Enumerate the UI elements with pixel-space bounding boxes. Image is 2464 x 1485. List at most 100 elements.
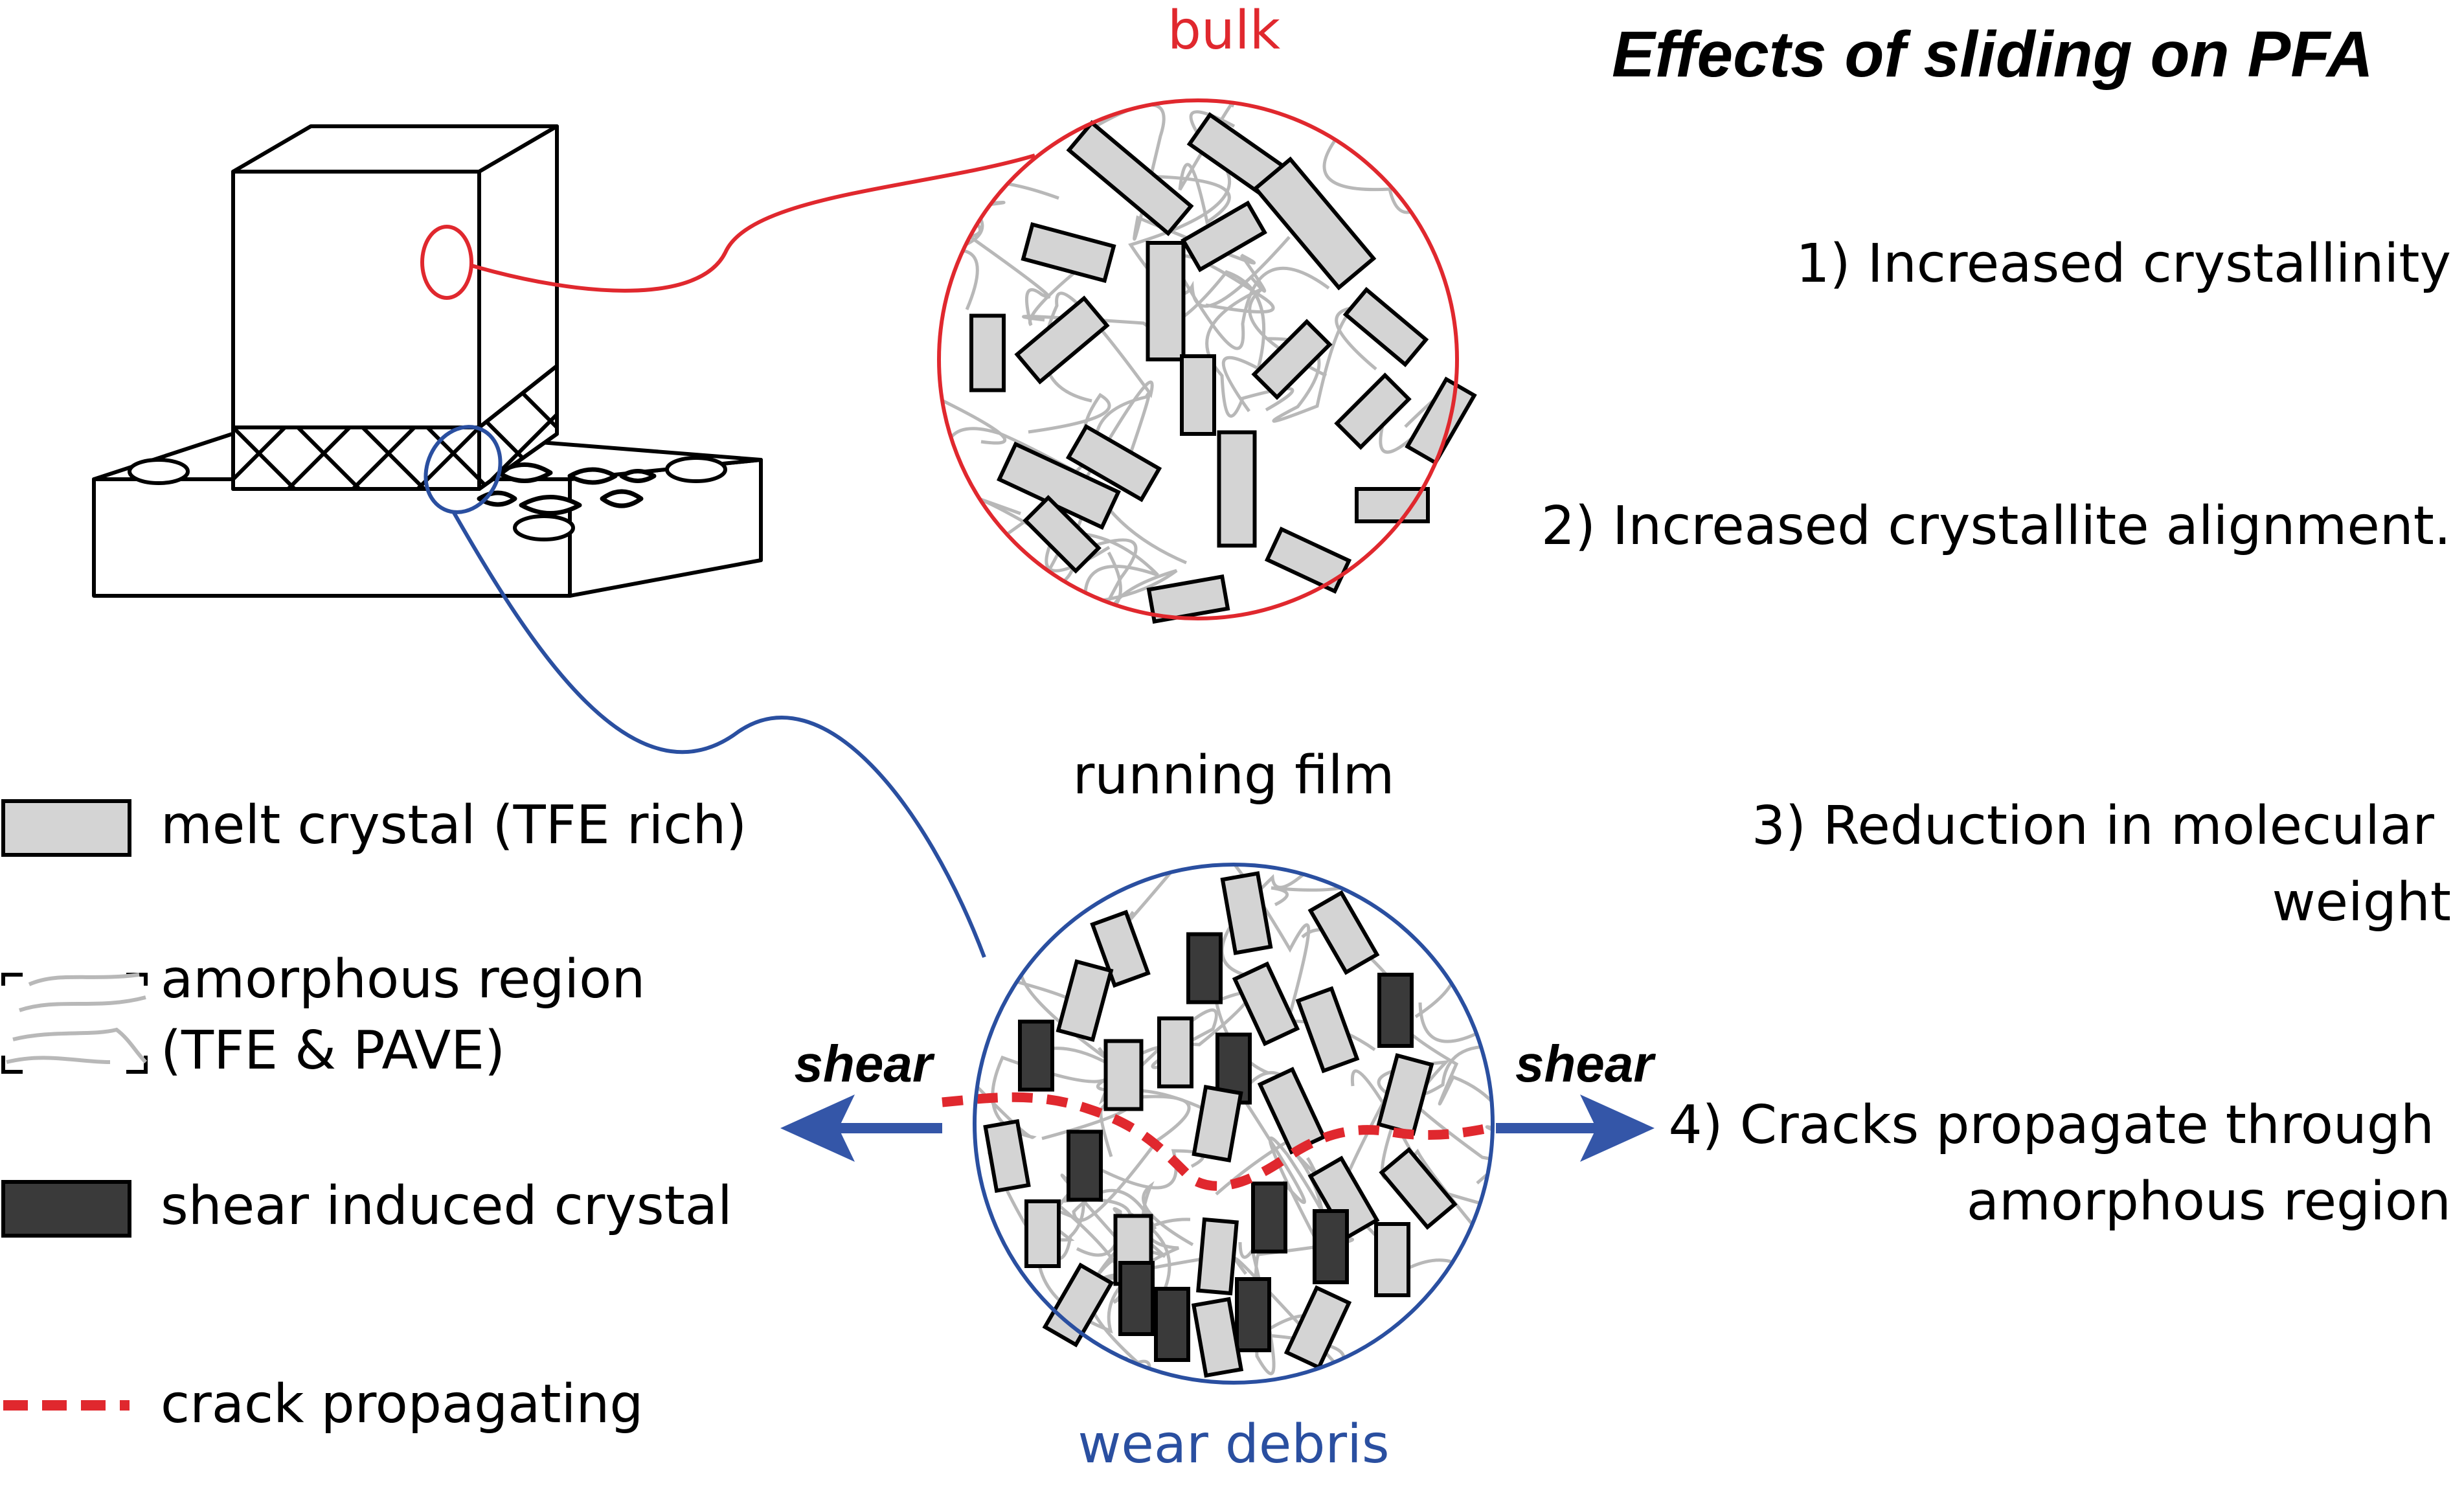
film-crystals <box>983 871 1458 1378</box>
melt-crystal <box>1217 430 1257 548</box>
melt-crystal <box>1374 1222 1410 1297</box>
melt-crystal <box>1283 1285 1352 1370</box>
amorphous-chain <box>1122 865 1376 1052</box>
bulk-crystals <box>969 112 1477 624</box>
bulk-label: bulk <box>1168 0 1281 62</box>
amorphous-chain <box>939 201 1006 310</box>
amorphous-chain <box>1022 270 1266 413</box>
shear-label-left: shear <box>795 1035 935 1093</box>
effect-2: 2) Increased crystallite alignment. <box>1541 495 2451 557</box>
melt-crystal <box>1042 1262 1114 1348</box>
legend-melt-crystal-label: melt crystal (TFE rich) <box>161 795 747 856</box>
crack-path <box>942 1092 1497 1191</box>
shear-induced-crystal <box>1154 1287 1190 1362</box>
effect-3-line-2: weight <box>2272 872 2451 933</box>
legend-amorphous-label: amorphous region (TFE & PAVE) <box>161 949 662 1082</box>
melt-crystal <box>1191 1297 1244 1378</box>
film-connector-line <box>451 510 986 958</box>
melt-crystal <box>1379 1146 1458 1230</box>
shear-arrow-right <box>1496 1094 1655 1162</box>
melt-crystal <box>983 1118 1031 1194</box>
bulk-circle <box>937 98 1459 620</box>
melt-crystal <box>1024 1199 1061 1268</box>
film-selection-marker <box>424 425 503 514</box>
effect-4: 4) Cracks propagate through amorphous re… <box>1669 1094 2451 1232</box>
legend-crack-line-1: crack propagating <box>161 1374 643 1435</box>
amorphous-chain <box>939 439 1020 618</box>
effect-3: 3) Reduction in molecular weight <box>1752 795 2451 933</box>
amorphous-chain <box>1087 103 1267 293</box>
amorphous-chain <box>1267 304 1377 423</box>
melt-crystal <box>1264 527 1352 594</box>
melt-crystal <box>1146 241 1186 361</box>
melt-crystal <box>969 313 1006 392</box>
shear-induced-crystal <box>1235 1277 1271 1352</box>
melt-crystal <box>1334 372 1412 450</box>
melt-crystal <box>1023 495 1102 574</box>
legend-amorphous-line-2: (TFE & PAVE) <box>161 1020 505 1082</box>
amorphous-chain <box>1476 1147 1493 1210</box>
shear-arrow-left <box>780 1094 942 1162</box>
diagram-title: Effects of sliding on PFA <box>1612 18 2373 91</box>
legend-shear-crystal-line-1: shear induced crystal <box>161 1175 732 1237</box>
melt-crystal <box>1342 287 1429 367</box>
amorphous-chain <box>1309 100 1457 153</box>
melt-crystal <box>1065 424 1162 503</box>
melt-crystal <box>1307 1155 1380 1241</box>
melt-crystal <box>1066 120 1194 236</box>
melt-crystal <box>1056 959 1114 1042</box>
tribometer-sketch <box>92 124 763 598</box>
melt-crystal <box>1295 986 1360 1074</box>
melt-crystal <box>1220 871 1273 955</box>
melt-crystal <box>1355 487 1430 523</box>
melt-crystal <box>1014 295 1110 385</box>
legend-amorphous-line-1: amorphous region <box>161 949 645 1010</box>
shear-induced-crystal <box>1118 1261 1155 1336</box>
shear-induced-crystal <box>1018 1019 1054 1092</box>
legend: melt crystal (TFE rich) amorphous region… <box>1 795 747 1435</box>
bulk-selection-marker <box>420 225 473 300</box>
melt-crystal <box>1251 319 1333 400</box>
melt-crystal <box>1196 1217 1239 1296</box>
running-film-circle <box>973 863 1495 1385</box>
legend-shear-crystal-label: shear induced crystal <box>161 1175 732 1237</box>
pin-specimen <box>231 124 559 491</box>
shear-induced-crystal <box>1251 1181 1287 1254</box>
shear-induced-crystal <box>1067 1129 1103 1202</box>
shear-label-right: shear <box>1515 1035 1656 1093</box>
shear-induced-crystal <box>1377 973 1414 1048</box>
wear-debris-particles <box>477 462 657 516</box>
effects-list: 1) Increased crystallinity 2) Increased … <box>1541 233 2451 1232</box>
amorphous-chain <box>1128 110 1291 308</box>
running-film-label: running film <box>1073 745 1395 806</box>
amorphous-chain <box>939 273 1006 445</box>
legend-amorphous-swatch <box>1 973 148 1074</box>
melt-crystal <box>1192 1085 1243 1162</box>
melt-crystal <box>1090 909 1151 988</box>
legend-melt-crystal-line-1: melt crystal (TFE rich) <box>161 795 747 856</box>
effect-2-line-1: 2) Increased crystallite alignment. <box>1541 495 2451 557</box>
wear-debris-label: wear debris <box>1078 1414 1389 1475</box>
shear-induced-crystal <box>1313 1209 1349 1284</box>
melt-crystal <box>1021 221 1116 284</box>
legend-crack-label: crack propagating <box>161 1374 643 1435</box>
amorphous-chain <box>1414 942 1493 1043</box>
effect-4-line-1: 4) Cracks propagate through <box>1669 1094 2434 1156</box>
effect-3-line-1: 3) Reduction in molecular <box>1752 795 2434 857</box>
effect-1: 1) Increased crystallinity <box>1796 233 2451 295</box>
amorphous-chain <box>1322 112 1457 214</box>
melt-crystal <box>1232 961 1300 1047</box>
bulk-region <box>937 98 1477 624</box>
melt-crystal <box>1146 574 1230 624</box>
effect-4-line-2: amorphous region <box>1967 1171 2451 1232</box>
effect-1-line-1: 1) Increased crystallinity <box>1796 233 2451 295</box>
amorphous-chain <box>1379 396 1457 535</box>
amorphous-chain <box>975 995 1113 1139</box>
melt-crystal <box>1252 156 1377 291</box>
bulk-connector-line <box>471 153 1035 293</box>
amorphous-chain <box>1034 607 1179 618</box>
amorphous-chain <box>975 920 1094 1081</box>
melt-crystal <box>1181 200 1267 273</box>
melt-crystal <box>1307 890 1380 975</box>
